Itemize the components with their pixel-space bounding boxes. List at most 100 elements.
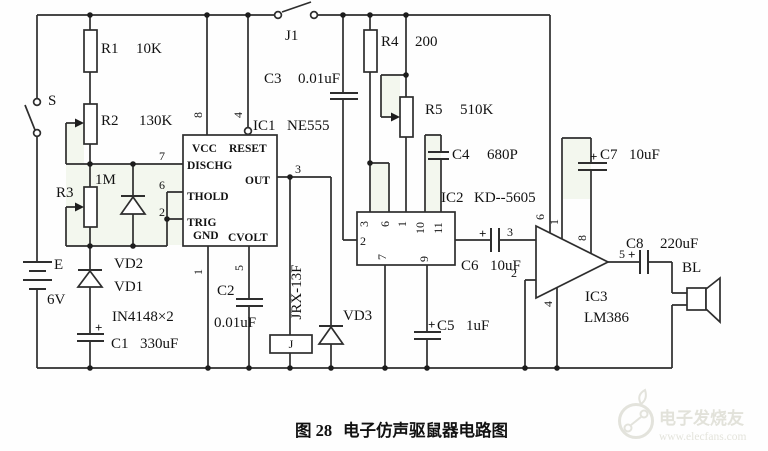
- resistor-r2: [83, 103, 98, 145]
- ic3-pin1-num: 1: [547, 219, 561, 225]
- battery-label: E: [54, 257, 63, 273]
- ic1-pin-vcc: VCC: [192, 143, 217, 155]
- watermark-logo-icon: [618, 403, 654, 439]
- watermark: 电子发烧友 www.elecfans.com: [618, 388, 746, 443]
- ic2-pin1-num: 1: [395, 221, 409, 227]
- capacitor-c8: [639, 250, 649, 274]
- ic1-pin4-num: 4: [231, 112, 245, 118]
- ic1-pin-cvolt: CVOLT: [228, 232, 268, 244]
- ic3-pin4-num: 4: [541, 301, 555, 307]
- c8-label: C8: [626, 236, 644, 252]
- switch-s-label: S: [48, 93, 56, 109]
- ic1-pin3-num: 3: [295, 162, 301, 176]
- capacitor-c7: [578, 162, 607, 171]
- vd3-label: VD3: [343, 308, 372, 324]
- battery-symbol: [23, 261, 52, 290]
- c8-plus-sign: +: [628, 247, 635, 262]
- ic2-pin7-num: 7: [375, 254, 389, 260]
- relay-coil-label: J: [289, 337, 294, 351]
- c6-plus-sign: +: [479, 226, 486, 241]
- capacitor-c2: [236, 298, 263, 307]
- r5-value: 510K: [460, 102, 494, 118]
- r4-value: 200: [415, 34, 438, 50]
- resistor-r5: [399, 96, 414, 138]
- switch-j1-symbol: [273, 1, 319, 20]
- diode-vd2-symbol: [119, 195, 147, 215]
- resistor-r4: [363, 29, 378, 73]
- wire-net: [36, 14, 687, 369]
- r1-label: R1: [101, 41, 119, 57]
- ic1-label: IC1: [253, 118, 276, 134]
- c3-value: 0.01uF: [298, 71, 340, 87]
- ic2-pin2-num: 2: [360, 234, 366, 248]
- r5-label: R5: [425, 102, 443, 118]
- ic1-reset-node-circle: [243, 126, 253, 136]
- ic2-pin10-num: 10: [413, 222, 427, 234]
- c2-label: C2: [217, 283, 235, 299]
- c3-label: C3: [264, 71, 282, 87]
- relay-coil-box: [269, 334, 313, 354]
- resistor-r3: [83, 186, 98, 228]
- ic1-pin-trig: TRIG: [187, 217, 216, 229]
- r2-label: R2: [101, 113, 119, 129]
- capacitor-c5: [414, 331, 441, 340]
- ic2-pin3-num: 3: [357, 221, 371, 227]
- ic3-pin5-num: 5: [619, 247, 625, 261]
- c1-plus-sign: +: [95, 320, 102, 335]
- ic3-pin8-num: 8: [575, 235, 589, 241]
- r2-value: 130K: [139, 113, 173, 129]
- potentiometer-wiper-arrows: [75, 112, 400, 212]
- ic2-kd5605-box: [356, 211, 456, 266]
- r3-value: 1M: [95, 172, 116, 188]
- ic2-label: IC2: [441, 190, 464, 206]
- ic2-type: KD--5605: [474, 190, 536, 206]
- ic1-pin2-num: 2: [159, 205, 165, 219]
- c4-label: C4: [452, 147, 470, 163]
- ic1-pin-reset: RESET: [229, 143, 267, 155]
- c7-value: 10uF: [629, 147, 660, 163]
- c4-value: 680P: [487, 147, 518, 163]
- c1-label: C1: [111, 336, 129, 352]
- scan-tint-regions: [66, 76, 591, 246]
- watermark-brand: 电子发烧友: [659, 408, 744, 428]
- ic1-type: NE555: [287, 118, 330, 134]
- ic3-pin6-num: 6: [533, 214, 547, 220]
- j1-label: J1: [285, 28, 298, 44]
- vd1-label: VD1: [114, 279, 143, 295]
- capacitor-c1: [77, 333, 104, 342]
- junction-dots: [87, 12, 560, 371]
- c7-label: C7: [600, 147, 618, 163]
- switch-s-symbol: [24, 97, 42, 138]
- c5-value: 1uF: [466, 318, 489, 334]
- capacitor-c6: [490, 228, 500, 252]
- ic3-pin3-num: 3: [507, 225, 513, 239]
- r3-label: R3: [56, 185, 74, 201]
- speaker-label: BL: [682, 260, 701, 276]
- ic1-pin-out: OUT: [245, 175, 270, 187]
- ic2-pin9-num: 9: [417, 256, 431, 262]
- figure-caption: 电子仿声驱鼠器电路图: [343, 420, 508, 440]
- diode-vd1-symbol: [76, 269, 104, 288]
- battery-voltage: 6V: [47, 292, 66, 308]
- c2-value: 0.01uF: [214, 315, 256, 331]
- diodes-type-note: IN4148×2: [112, 309, 174, 325]
- capacitor-c4: [428, 151, 449, 160]
- ic3-lm386-triangle: [535, 224, 610, 300]
- figure-number: 图 28: [295, 421, 332, 440]
- ic1-pin5-num: 5: [232, 265, 246, 271]
- ic1-pin8-num: 8: [191, 112, 205, 118]
- c7-plus-sign: +: [590, 149, 597, 164]
- ic1-pin1-num: 1: [191, 269, 205, 275]
- resistor-r1: [83, 29, 98, 73]
- relay-label: JRX-13F: [289, 264, 305, 319]
- ic1-ne555-box: [182, 134, 278, 247]
- c5-label: C5: [437, 318, 455, 334]
- ic1-pin-dischg: DISCHG: [187, 160, 232, 172]
- ic1-pin6-num: 6: [159, 178, 165, 192]
- c1-value: 330uF: [140, 336, 178, 352]
- capacitor-c3: [330, 92, 358, 100]
- r4-label: R4: [381, 34, 399, 50]
- speaker-symbol: [686, 276, 721, 324]
